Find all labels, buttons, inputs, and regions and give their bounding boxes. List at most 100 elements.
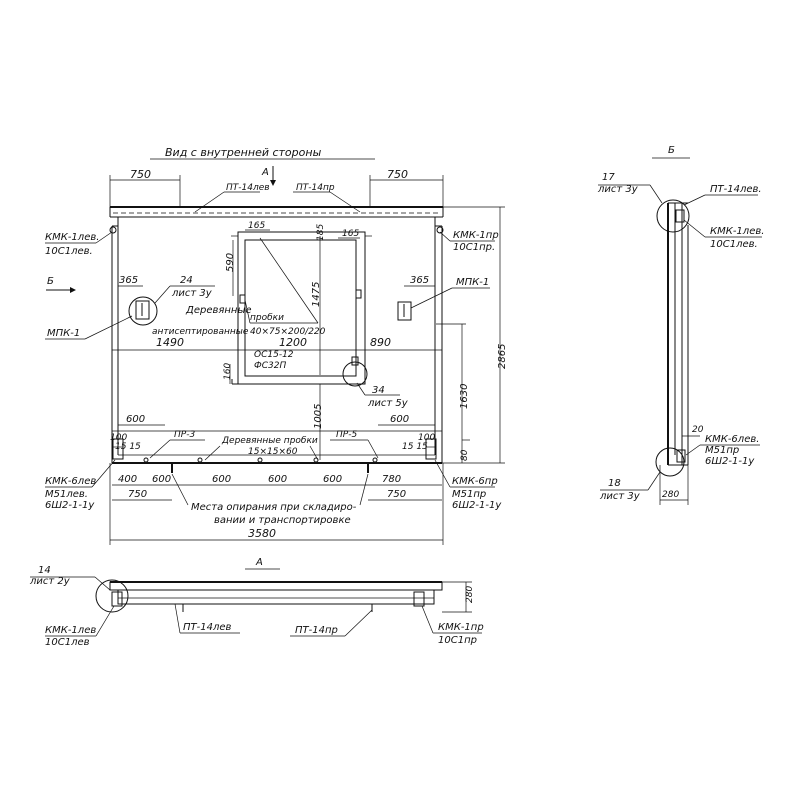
plan-label-list2u: лист 2у	[29, 576, 71, 587]
view-b-arrow-label: Б	[47, 276, 54, 287]
side-label-17: 17	[602, 172, 615, 183]
dim-80: 80	[460, 449, 470, 461]
dim-1475: 1475	[311, 282, 322, 307]
window-opening	[231, 231, 372, 385]
label-mpk1-left: МПК-1	[47, 328, 80, 339]
plan-label-kmk1pr: КМК-1пр	[438, 622, 484, 633]
dim-365-right: 365	[410, 275, 429, 286]
label-pr3: ПР-3	[174, 430, 195, 440]
dim-b600d: 600	[323, 474, 342, 485]
plan-label-pt14pr: ПТ-14пр	[295, 625, 338, 636]
side-label-list3u: лист 3у	[597, 184, 639, 195]
dim-top-left-750: 750	[130, 168, 151, 181]
dim-1005: 1005	[313, 404, 324, 429]
plan-label-10c1lev: 10С1лев	[45, 637, 90, 648]
label-support-line1: Места опирания при складиро-	[191, 502, 357, 513]
dim-b750-right: 750	[387, 489, 406, 500]
plan-label-kmk1lev: КМК-1лев	[45, 625, 96, 636]
label-6sh-pr: 6Ш2-1-1у	[452, 500, 502, 511]
dim-1490: 1490	[156, 336, 184, 349]
side-label-kmk6lev: КМК-6лев.	[705, 434, 759, 445]
dim-165-b: 165	[342, 229, 359, 239]
side-label-18: 18	[608, 478, 621, 489]
label-mpk1-right: МПК-1	[456, 277, 489, 288]
bottom-dimensions: 400 600 600 600 600 780 750 750 3580	[109, 463, 444, 545]
label-pt14pr: ПТ-14пр	[296, 183, 335, 193]
side-view: Б 17 лист 3у ПТ-14лев. КМК-1лев. 10С1лев…	[597, 145, 764, 505]
dim-1630: 1630	[459, 384, 470, 409]
dim-160: 160	[223, 363, 233, 380]
section-a-mark: А	[261, 167, 269, 178]
label-list3u-a: лист 3у	[171, 288, 213, 299]
dim-1200: 1200	[279, 336, 307, 349]
plan-view: А 14 лист 2у КМК-1лев 10С1лев ПТ-14лев П…	[29, 557, 484, 648]
top-dimensions: 750 750	[109, 168, 444, 207]
dim-100-right: 100	[418, 433, 435, 443]
label-plugs-size: 40×75×200/220	[250, 327, 326, 337]
dim-15-left: 15 15	[115, 442, 141, 452]
plan-label-pt14lev: ПТ-14лев	[183, 622, 232, 633]
side-dim-20: 20	[692, 425, 704, 435]
dim-b600b: 600	[212, 474, 231, 485]
label-kmk1lev: КМК-1лев.	[45, 232, 99, 243]
dim-185: 185	[316, 224, 326, 241]
main-view: Вид с внутренней стороны А Б	[45, 146, 508, 545]
label-pt14lev: ПТ-14лев	[226, 183, 270, 193]
label-kmk6pr: КМК-6пр	[452, 476, 498, 487]
label-10c1pr: 10С1пр.	[453, 242, 495, 253]
dim-100-left: 100	[110, 433, 127, 443]
label-plugs2-size: 15×15×60	[248, 447, 298, 457]
dim-b600a: 600	[152, 474, 171, 485]
label-plugs2-title: Деревянные пробки	[221, 436, 318, 446]
label-support-line2: вании и транспортировке	[214, 515, 351, 526]
detail-circle-34	[342, 361, 368, 387]
side-label-kmk1lev: КМК-1лев.	[710, 226, 764, 237]
bottom-anchors	[112, 438, 437, 473]
label-6sh-lev: 6Ш2-1-1у	[45, 500, 95, 511]
dim-2865: 2865	[497, 344, 508, 369]
dim-165-a: 165	[248, 221, 265, 231]
side-view-title: Б	[668, 145, 675, 156]
mpk1-right-fixture	[397, 301, 412, 321]
dim-15-right: 15 15	[402, 442, 428, 452]
label-fs32p: ФС32П	[254, 361, 286, 371]
side-label-m51pr: М51пр	[705, 445, 739, 456]
label-m51pr: М51пр	[452, 489, 486, 500]
label-m51lev: М51лев.	[45, 489, 88, 500]
dim-b600c: 600	[268, 474, 287, 485]
label-plugs-title: Деревянные	[185, 305, 252, 316]
dim-total-3580: 3580	[248, 527, 276, 540]
main-view-title: Вид с внутренней стороны	[165, 146, 322, 159]
wooden-plugs-note: Деревянные пробки антисептированные 40×7…	[152, 237, 326, 337]
label-plugs-anti: антисептированные	[152, 327, 249, 337]
label-10c1lev: 10С1лев.	[45, 246, 93, 257]
plan-view-title: А	[255, 557, 263, 568]
label-34: 34	[372, 385, 385, 396]
label-pr5: ПР-5	[336, 430, 357, 440]
label-24: 24	[180, 275, 193, 286]
dim-b750-left: 750	[128, 489, 147, 500]
dim-365-left: 365	[119, 275, 138, 286]
side-label-6sh: 6Ш2-1-1у	[705, 456, 755, 467]
dim-890: 890	[370, 336, 391, 349]
dim-590: 590	[225, 253, 236, 272]
label-kmk1pr: КМК-1пр	[453, 230, 499, 241]
label-kmk6lev: КМК-6лев	[45, 476, 96, 487]
dim-b400: 400	[118, 474, 137, 485]
side-label-10c1lev: 10С1лев.	[710, 239, 758, 250]
label-plugs-word: пробки	[250, 313, 284, 323]
side-dim-280: 280	[662, 490, 679, 500]
dim-600-right: 600	[390, 414, 409, 425]
dim-b780: 780	[382, 474, 401, 485]
dim-600-left: 600	[126, 414, 145, 425]
plan-dim-280: 280	[465, 586, 475, 603]
plan-label-14: 14	[38, 565, 51, 576]
label-list5u: лист 5у	[367, 398, 409, 409]
mpk1-left-fixture	[128, 296, 158, 326]
plan-label-10c1pr: 10С1пр	[438, 635, 477, 646]
side-label-list3u-b: лист 3у	[599, 491, 641, 502]
wall-panel-outline	[109, 206, 444, 464]
dim-top-right-750: 750	[387, 168, 408, 181]
side-label-pt14lev: ПТ-14лев.	[710, 184, 762, 195]
